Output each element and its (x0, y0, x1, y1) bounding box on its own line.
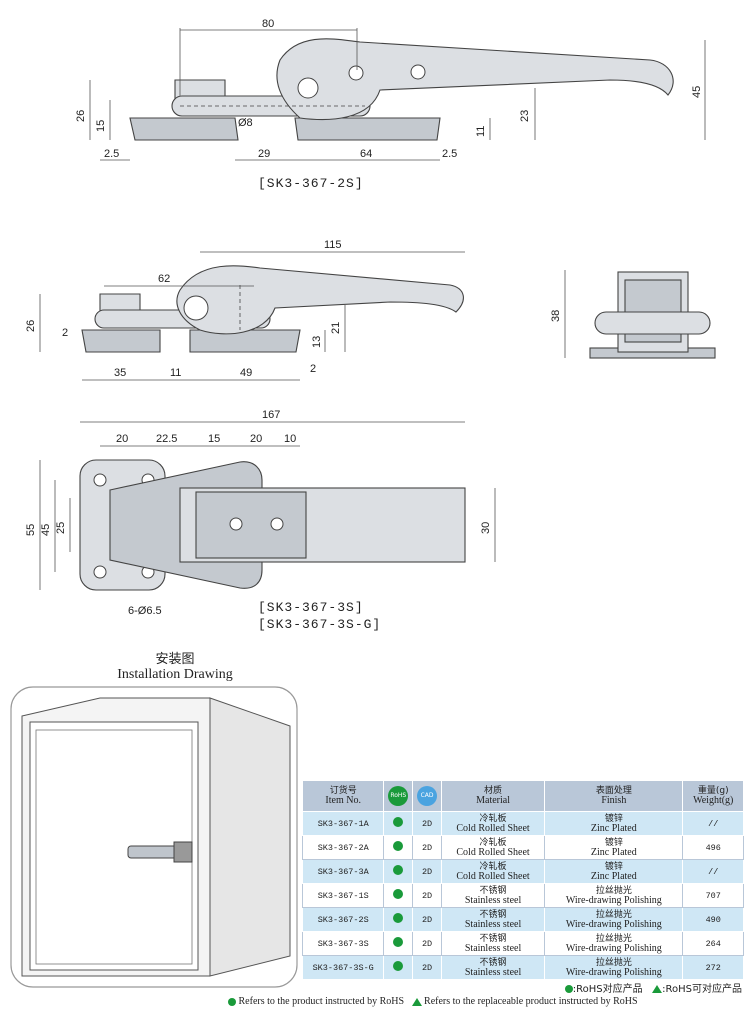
dim-26: 26 (75, 110, 87, 122)
dim-55: 55 (25, 524, 37, 536)
dim-11-mid: 11 (170, 367, 181, 379)
dim-80: 80 (262, 18, 274, 30)
dim-11: 11 (475, 126, 487, 137)
header-rohs: RoHS (383, 780, 414, 812)
rohs-dot (393, 937, 404, 947)
dim-62: 62 (158, 273, 170, 285)
dim-25: 25 (55, 522, 67, 534)
installation-title-cn: 安装图 (155, 652, 195, 667)
dim-49: 49 (240, 367, 252, 379)
dim-15-plan: 15 (208, 433, 220, 445)
dim-2.5-right: 2.5 (442, 148, 457, 160)
dim-64: 64 (360, 148, 372, 160)
dim-2-right: 2 (310, 363, 316, 375)
dim-29: 29 (258, 148, 270, 160)
installation-title-en: Installation Drawing (117, 667, 233, 682)
rohs-dot (393, 865, 404, 875)
installation-drawing (10, 686, 298, 988)
rohs-dot (393, 961, 404, 971)
installation-title: 安装图 Installation Drawing (0, 648, 350, 683)
triangle-icon (652, 985, 663, 993)
rohs-dot (393, 841, 404, 851)
dim-115: 115 (324, 239, 342, 251)
dim-15: 15 (95, 120, 107, 132)
dim-30: 30 (480, 522, 492, 534)
dim-35: 35 (114, 367, 126, 379)
plan-view-drawing: 167 20 22.5 15 20 10 55 45 25 30 6-Ø6.5 (25, 409, 496, 617)
rohs-icon: RoHS (388, 786, 409, 806)
dim-26-mid: 26 (25, 320, 37, 332)
dim-45-plan: 45 (40, 524, 52, 536)
legend-en: Refers to the product instructed by RoHS… (228, 996, 638, 1007)
dim-21: 21 (330, 322, 342, 334)
code-2s: [SK3-367-2S] (258, 176, 364, 191)
dim-20-b: 20 (250, 433, 262, 445)
side-view-drawing: 38 (550, 270, 716, 359)
header-weight: 重量(g)Weight(g) (682, 780, 744, 812)
dim-20-a: 20 (116, 433, 128, 445)
rohs-dot (393, 913, 404, 923)
dim-45: 45 (691, 86, 703, 98)
dim-22.5: 22.5 (156, 433, 177, 445)
rohs-dot-icon (564, 985, 573, 993)
triangle-icon (411, 997, 422, 1006)
dim-13: 13 (311, 336, 323, 348)
dim-38: 38 (550, 310, 562, 322)
dim-10: 10 (284, 433, 296, 445)
dim-holes: 6-Ø6.5 (128, 605, 162, 617)
dim-d8: Ø8 (238, 117, 253, 129)
header-cad: CAD (412, 780, 442, 812)
code-3s: [SK3-367-3S] (258, 600, 364, 615)
rohs-dot (393, 817, 404, 827)
dim-167: 167 (262, 409, 280, 421)
dim-2.5-left: 2.5 (104, 148, 119, 160)
code-3s-g: [SK3-367-3S-G] (258, 617, 382, 632)
legend-cn: :RoHS对应产品 :RoHS可对应产品 (564, 980, 742, 995)
middle-view-drawing: 115 62 26 2 21 13 2 35 11 49 (25, 239, 465, 381)
dim-2-left: 2 (62, 327, 68, 339)
dim-23: 23 (519, 110, 531, 122)
rohs-dot-icon (228, 997, 236, 1006)
cad-icon: CAD (417, 786, 438, 806)
top-view-drawing: 80 45 23 11 26 15 Ø8 2.5 29 64 2.5 (75, 18, 706, 161)
rohs-dot (393, 889, 404, 899)
